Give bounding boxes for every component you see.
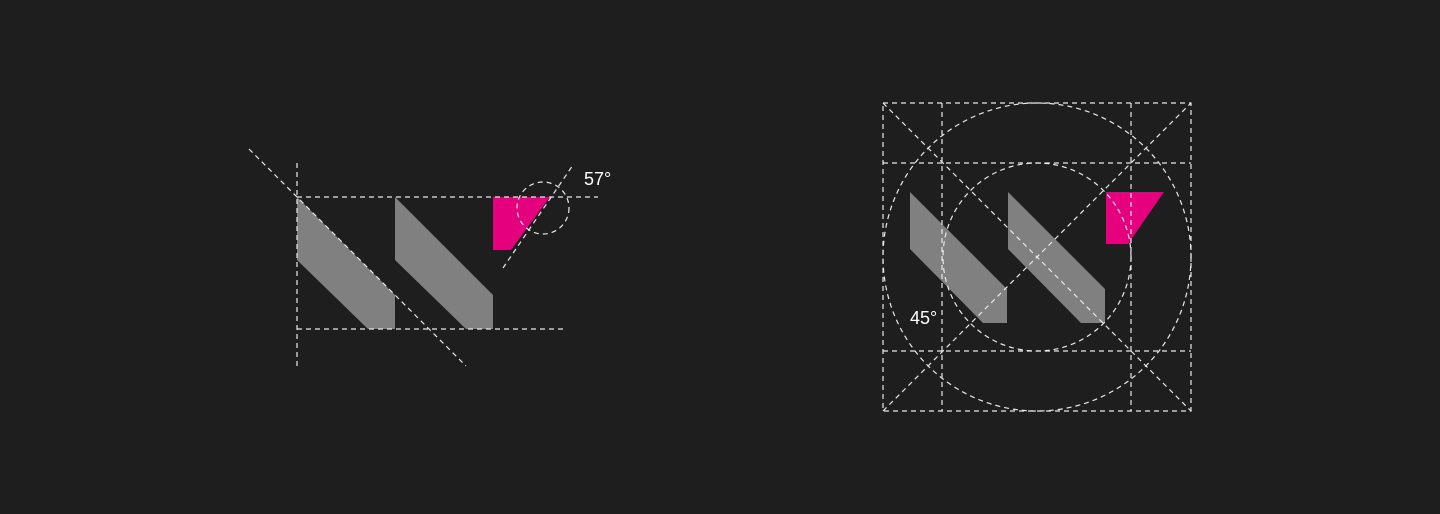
left-angle-label: 57° <box>584 169 611 189</box>
right-guide-inner-circle <box>942 162 1132 352</box>
right-logo-gray-stroke-2 <box>1008 192 1105 323</box>
right-logo-gray-stroke-1 <box>910 192 1007 323</box>
left-guide-angle-circle <box>516 181 570 235</box>
left-guides <box>248 148 598 367</box>
left-guide-diagonal-57 <box>502 164 574 269</box>
right-guide-outer-circle <box>882 102 1192 412</box>
right-angle-label: 45° <box>910 308 937 328</box>
left-logo-gray-stroke-2 <box>395 197 493 329</box>
left-guide-diagonal-45 <box>248 148 467 367</box>
left-construction: 57° <box>248 148 611 367</box>
right-guides <box>882 102 1192 412</box>
right-logo-mark <box>910 192 1164 323</box>
right-guide-diagonal-2 <box>882 102 1192 412</box>
right-construction: 45° <box>882 102 1192 412</box>
left-logo-gray-stroke-1 <box>297 197 395 329</box>
right-logo-magenta-flag <box>1106 192 1164 244</box>
